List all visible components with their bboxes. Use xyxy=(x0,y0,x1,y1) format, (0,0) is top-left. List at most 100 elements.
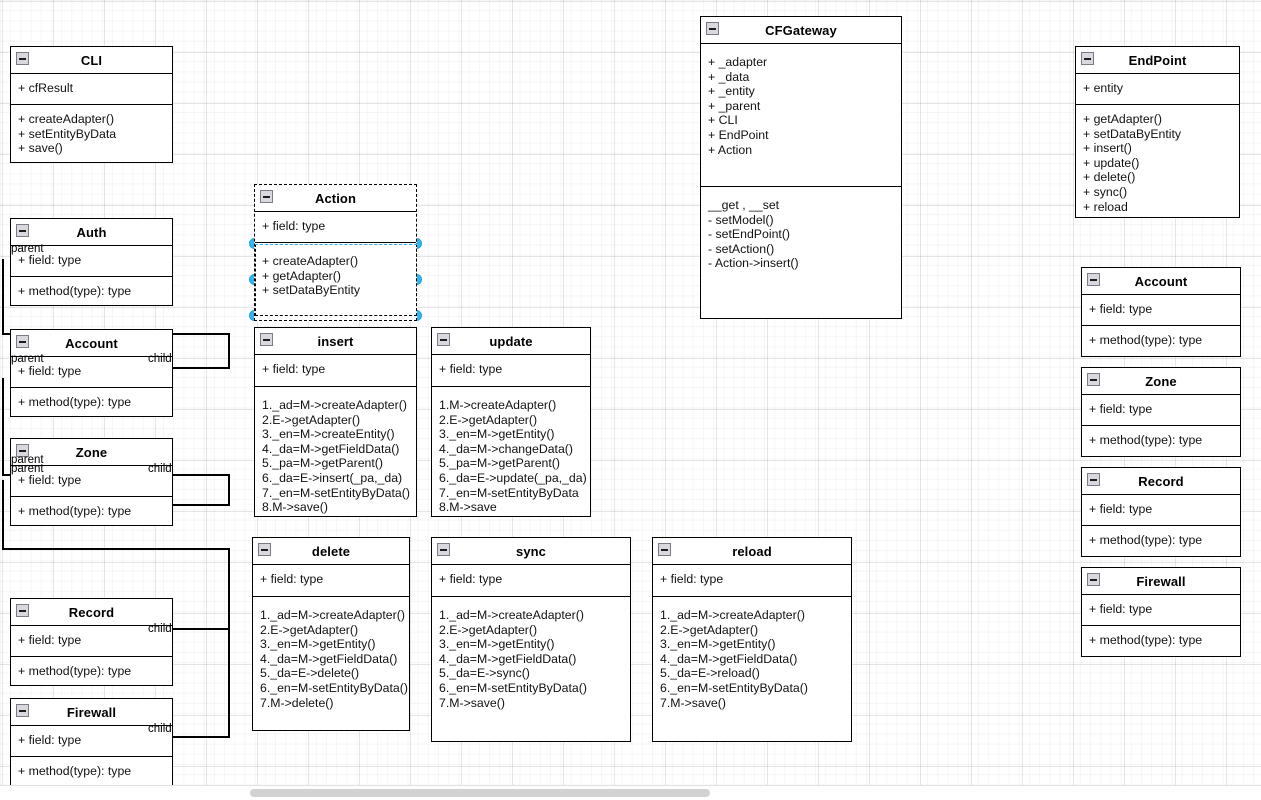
collapse-icon[interactable] xyxy=(706,22,719,35)
uml-class-account-right[interactable]: Account + field: type + method(type): ty… xyxy=(1081,267,1241,357)
class-header[interactable]: EndPoint xyxy=(1076,47,1239,74)
uml-class-cfgateway[interactable]: CFGateway + _adapter + _data + _entity +… xyxy=(700,16,902,319)
class-fields-section[interactable]: + field: type xyxy=(11,246,172,277)
class-fields-section[interactable]: + field: type xyxy=(255,212,416,243)
class-fields-section[interactable]: + _adapter + _data + _entity + _parent +… xyxy=(701,44,901,187)
uml-class-zone-left[interactable]: Zone + field: type + method(type): type xyxy=(10,438,173,526)
connector-segment[interactable] xyxy=(172,367,230,369)
uml-class-insert[interactable]: insert + field: type 1._ad=M->createAdap… xyxy=(254,327,417,517)
class-methods-section[interactable]: 1._ad=M->createAdapter() 2.E->getAdapter… xyxy=(255,387,416,522)
class-fields-section[interactable]: + entity xyxy=(1076,74,1239,105)
class-header[interactable]: Account xyxy=(1082,268,1240,295)
class-methods-section[interactable]: + method(type): type xyxy=(11,657,172,687)
collapse-icon[interactable] xyxy=(437,543,450,556)
class-methods-section[interactable]: 1._ad=M->createAdapter() 2.E->getAdapter… xyxy=(653,597,851,717)
connector-segment[interactable] xyxy=(2,378,4,476)
class-header[interactable]: CLI xyxy=(11,47,172,74)
collapse-icon[interactable] xyxy=(16,335,29,348)
class-header[interactable]: Zone xyxy=(11,439,172,466)
class-fields-section[interactable]: + field: type xyxy=(432,355,590,387)
class-methods-section[interactable]: 1._ad=M->createAdapter() 2.E->getAdapter… xyxy=(253,597,409,717)
uml-class-firewall-right[interactable]: Firewall + field: type + method(type): t… xyxy=(1081,567,1241,657)
class-fields-section[interactable]: + field: type xyxy=(11,466,172,497)
uml-class-action[interactable]: Action + field: type + createAdapter() +… xyxy=(254,184,417,321)
class-methods-section[interactable]: 1.M->createAdapter() 2.E->getAdapter() 3… xyxy=(432,387,590,522)
class-header[interactable]: sync xyxy=(432,538,630,565)
class-header[interactable]: Auth xyxy=(11,219,172,246)
connector-segment[interactable] xyxy=(2,259,4,334)
collapse-icon[interactable] xyxy=(258,543,271,556)
uml-class-firewall-left[interactable]: Firewall + field: type + method(type): t… xyxy=(10,698,173,786)
class-header[interactable]: delete xyxy=(253,538,409,565)
collapse-icon[interactable] xyxy=(437,333,450,346)
uml-class-update[interactable]: update + field: type 1.M->createAdapter(… xyxy=(431,327,591,517)
class-header[interactable]: Record xyxy=(1082,468,1240,495)
class-header[interactable]: Firewall xyxy=(1082,568,1240,595)
class-fields-section[interactable]: + field: type xyxy=(11,626,172,657)
connector-segment[interactable] xyxy=(2,480,4,550)
class-methods-section[interactable]: + method(type): type xyxy=(11,497,172,527)
collapse-icon[interactable] xyxy=(260,333,273,346)
collapse-icon[interactable] xyxy=(16,704,29,717)
class-header[interactable]: CFGateway xyxy=(701,17,901,44)
collapse-icon[interactable] xyxy=(260,190,273,203)
connector-segment[interactable] xyxy=(228,333,230,368)
class-header[interactable]: reload xyxy=(653,538,851,565)
class-header[interactable]: insert xyxy=(255,328,416,355)
class-methods-section[interactable]: + method(type): type xyxy=(11,277,172,307)
class-methods-section[interactable]: __get , __set - setModel() - setEndPoint… xyxy=(701,187,901,278)
collapse-icon[interactable] xyxy=(1081,52,1094,65)
collapse-icon[interactable] xyxy=(16,604,29,617)
class-header[interactable]: Record xyxy=(11,599,172,626)
collapse-icon[interactable] xyxy=(1087,573,1100,586)
uml-class-sync[interactable]: sync + field: type 1._ad=M->createAdapte… xyxy=(431,537,631,742)
horizontal-scrollbar-thumb[interactable] xyxy=(250,789,710,797)
uml-class-record-right[interactable]: Record + field: type + method(type): typ… xyxy=(1081,467,1241,557)
class-fields-section[interactable]: + field: type xyxy=(255,355,416,387)
uml-class-account-left[interactable]: Account + field: type + method(type): ty… xyxy=(10,329,173,417)
class-fields-section[interactable]: + field: type xyxy=(253,565,409,597)
class-fields-section[interactable]: + field: type xyxy=(1082,395,1240,426)
class-header[interactable]: update xyxy=(432,328,590,355)
class-methods-section[interactable]: + method(type): type xyxy=(11,388,172,418)
collapse-icon[interactable] xyxy=(16,224,29,237)
class-methods-section[interactable]: + method(type): type xyxy=(1082,326,1240,356)
class-methods-section[interactable]: + method(type): type xyxy=(1082,526,1240,556)
class-header[interactable]: Account xyxy=(11,330,172,357)
uml-class-auth[interactable]: Auth + field: type + method(type): type xyxy=(10,218,173,306)
connector-segment[interactable] xyxy=(172,504,230,506)
connector-segment[interactable] xyxy=(172,628,230,630)
class-fields-section[interactable]: + field: type xyxy=(11,726,172,757)
class-methods-section[interactable]: + createAdapter() + getAdapter() + setDa… xyxy=(255,243,416,305)
uml-class-delete[interactable]: delete + field: type 1._ad=M->createAdap… xyxy=(252,537,410,731)
class-methods-section[interactable]: + getAdapter() + setDataByEntity + inser… xyxy=(1076,105,1239,221)
class-header[interactable]: Zone xyxy=(1082,368,1240,395)
class-methods-section[interactable]: + method(type): type xyxy=(11,757,172,787)
horizontal-scrollbar-track[interactable] xyxy=(0,785,1261,800)
class-methods-section[interactable]: + method(type): type xyxy=(1082,626,1240,656)
class-methods-section[interactable]: 1._ad=M->createAdapter() 2.E->getAdapter… xyxy=(432,597,630,717)
collapse-icon[interactable] xyxy=(16,52,29,65)
uml-class-zone-right[interactable]: Zone + field: type + method(type): type xyxy=(1081,367,1241,457)
connector-segment[interactable] xyxy=(172,736,230,738)
class-fields-section[interactable]: + cfResult xyxy=(11,74,172,105)
collapse-icon[interactable] xyxy=(16,444,29,457)
uml-class-record-left[interactable]: Record + field: type + method(type): typ… xyxy=(10,598,173,686)
class-fields-section[interactable]: + field: type xyxy=(432,565,630,597)
uml-class-endpoint[interactable]: EndPoint + entity + getAdapter() + setDa… xyxy=(1075,46,1240,218)
connector-segment[interactable] xyxy=(228,474,230,506)
class-fields-section[interactable]: + field: type xyxy=(1082,495,1240,526)
class-header[interactable]: Firewall xyxy=(11,699,172,726)
connector-segment[interactable] xyxy=(2,548,230,550)
collapse-icon[interactable] xyxy=(658,543,671,556)
collapse-icon[interactable] xyxy=(1087,473,1100,486)
class-header[interactable]: Action xyxy=(255,185,416,212)
collapse-icon[interactable] xyxy=(1087,273,1100,286)
class-fields-section[interactable]: + field: type xyxy=(11,357,172,388)
class-fields-section[interactable]: + field: type xyxy=(653,565,851,597)
uml-class-cli[interactable]: CLI + cfResult + createAdapter() + setEn… xyxy=(10,46,173,163)
class-fields-section[interactable]: + field: type xyxy=(1082,295,1240,326)
class-methods-section[interactable]: + createAdapter() + setEntityByData + sa… xyxy=(11,105,172,163)
uml-class-reload[interactable]: reload + field: type 1._ad=M->createAdap… xyxy=(652,537,852,742)
